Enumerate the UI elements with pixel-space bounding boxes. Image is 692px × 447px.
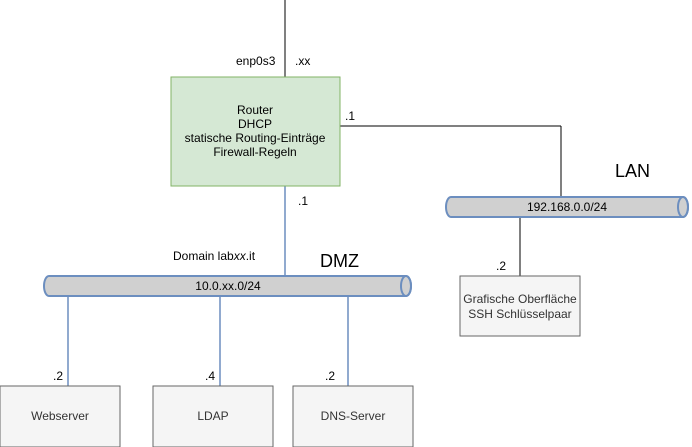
- router-firewall-rules: Firewall-Regeln: [213, 145, 296, 159]
- dns-server-box[interactable]: [292, 385, 414, 447]
- uplink-interface-label: enp0s3: [236, 54, 276, 68]
- webserver-label: Webserver: [31, 409, 89, 423]
- dmz-bus-cap: [400, 275, 412, 297]
- dmz-network-label: 10.0.xx.0/24: [195, 279, 261, 293]
- dns-server-label: DNS-Server: [321, 409, 386, 423]
- lan-client-line-1: Grafische Oberfläche: [463, 292, 577, 306]
- router-dmz-address-label: .1: [298, 194, 308, 208]
- lan-title: LAN: [615, 161, 650, 181]
- ldap-address-label: .4: [205, 369, 215, 383]
- uplink-address-label: .xx: [295, 54, 310, 68]
- dmz-domain-label: Domain labxx.it: [173, 249, 256, 263]
- router-title: Router: [237, 103, 273, 117]
- router-dhcp: DHCP: [238, 117, 272, 131]
- ldap-box[interactable]: [152, 385, 274, 447]
- dmz-title: DMZ: [320, 251, 359, 271]
- webserver-box[interactable]: [0, 385, 121, 447]
- dmz-domain-prefix: Domain lab: [173, 249, 234, 263]
- router-static-routes: statische Routing-Einträge: [185, 131, 326, 145]
- lan-network-label: 192.168.0.0/24: [527, 200, 607, 214]
- dns-address-label: .2: [325, 369, 335, 383]
- webserver-address-label: .2: [53, 369, 63, 383]
- lan-client-address-label: .2: [496, 259, 506, 273]
- dmz-domain-var: xx: [233, 249, 247, 263]
- lan-client-line-2: SSH Schlüsselpaar: [468, 307, 571, 321]
- lan-client-box[interactable]: [459, 275, 581, 337]
- ldap-label: LDAP: [197, 409, 228, 423]
- router-box[interactable]: [170, 76, 341, 187]
- lan-bus-cap: [677, 196, 689, 218]
- dmz-domain-suffix: .it: [246, 249, 256, 263]
- router-lan-address-label: .1: [345, 109, 355, 123]
